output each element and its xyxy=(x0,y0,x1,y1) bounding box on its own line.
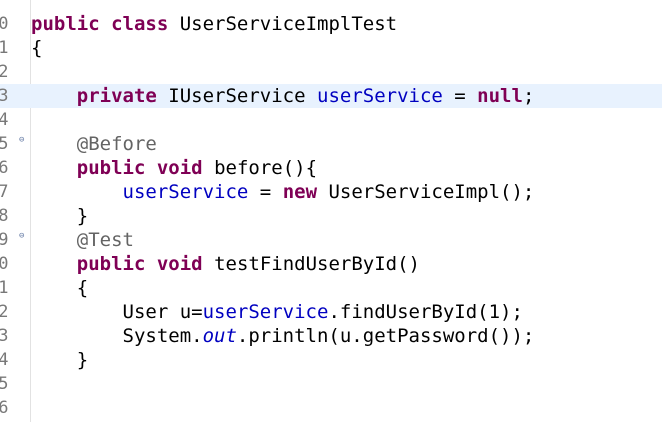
code-line[interactable]: 26 xyxy=(0,396,662,420)
code-token-kw: public xyxy=(31,13,100,35)
code-token-plain: } xyxy=(31,349,89,371)
code-token-plain xyxy=(100,13,111,35)
code-token-plain xyxy=(145,253,156,275)
line-number: 18 xyxy=(0,206,9,226)
code-line[interactable]: 11 { xyxy=(0,36,662,60)
line-number: 16 xyxy=(0,158,9,178)
code-token-plain xyxy=(145,157,156,179)
code-token-plain: = xyxy=(248,181,283,203)
code-token-plain: .println(u.getPassword()); xyxy=(236,325,535,347)
collapse-fold-icon[interactable]: ⊖ xyxy=(19,135,25,145)
code-token-plain: UserServiceImpl(); xyxy=(317,181,535,203)
current-code-line[interactable]: 13 private IUserService userService = nu… xyxy=(0,84,662,108)
code-token-plain: { xyxy=(31,277,89,299)
code-token-plain: IUserService xyxy=(156,85,317,107)
code-token-field: userService xyxy=(317,85,443,107)
code-token-kw: new xyxy=(282,181,318,203)
code-token-plain xyxy=(31,253,77,275)
code-line[interactable]: 19 ⊖ @Test xyxy=(0,228,662,252)
code-line[interactable]: 24 } xyxy=(0,348,662,372)
code-text: { xyxy=(31,36,662,60)
code-token-field: userService xyxy=(122,181,249,203)
code-token-anno: @Test xyxy=(76,229,134,251)
line-number-gutter xyxy=(0,0,31,422)
code-text: public void before(){ xyxy=(31,156,662,180)
collapse-fold-icon[interactable]: ⊖ xyxy=(19,231,25,241)
code-text: User u=userService.findUserById(1); xyxy=(31,300,662,324)
code-text: userService = new UserServiceImpl(); xyxy=(31,180,662,204)
line-number: 24 xyxy=(0,350,9,370)
line-number: 22 xyxy=(0,302,9,322)
code-token-plain: = xyxy=(442,85,478,107)
code-token-plain xyxy=(31,85,77,107)
code-line[interactable]: 15 ⊖ @Before xyxy=(0,132,662,156)
line-number: 10 xyxy=(0,14,9,34)
line-number: 26 xyxy=(0,398,9,418)
code-token-static: out xyxy=(202,325,237,347)
code-text: public class UserServiceImplTest xyxy=(31,12,662,36)
line-number: 11 xyxy=(0,38,9,58)
code-token-plain: System. xyxy=(31,325,203,347)
line-number: 13 xyxy=(0,86,9,106)
code-text: System.out.println(u.getPassword()); xyxy=(31,324,662,348)
code-text: @Test xyxy=(31,228,662,252)
code-line[interactable]: 25 xyxy=(0,372,662,396)
code-text: } xyxy=(31,204,662,228)
code-token-plain xyxy=(31,181,123,203)
line-number: 14 xyxy=(0,110,9,130)
code-line[interactable]: 9 xyxy=(0,0,662,12)
code-token-plain: testFindUserById() xyxy=(202,253,420,275)
code-line[interactable]: 10 public class UserServiceImplTest xyxy=(0,12,662,36)
code-token-plain: before(){ xyxy=(202,157,318,179)
code-token-plain: ; xyxy=(522,85,535,107)
line-number: 19 xyxy=(0,230,9,250)
code-token-kw: void xyxy=(156,157,203,179)
code-line[interactable]: 17 userService = new UserServiceImpl(); xyxy=(0,180,662,204)
code-line[interactable]: 21 { xyxy=(0,276,662,300)
line-number: 23 xyxy=(0,326,9,346)
code-token-kw: void xyxy=(156,253,203,275)
code-token-kw: public xyxy=(76,253,146,275)
code-token-plain: UserServiceImplTest xyxy=(168,13,398,35)
line-number: 20 xyxy=(0,254,9,274)
code-line[interactable]: 20 public void testFindUserById() xyxy=(0,252,662,276)
code-token-plain xyxy=(31,229,77,251)
line-number: 15 xyxy=(0,134,9,154)
line-number: 17 xyxy=(0,182,9,202)
line-number: 12 xyxy=(0,62,9,82)
code-token-plain xyxy=(31,157,77,179)
code-token-kw: public xyxy=(76,157,146,179)
code-token-anno: @Before xyxy=(76,133,157,155)
code-token-kw: private xyxy=(76,85,157,107)
code-token-field: userService xyxy=(202,301,329,323)
code-line[interactable]: 23 System.out.println(u.getPassword()); xyxy=(0,324,662,348)
code-token-kw: class xyxy=(111,13,169,35)
code-line[interactable]: 12 xyxy=(0,60,662,84)
code-text: @Before xyxy=(31,132,662,156)
line-number: 9 xyxy=(0,0,24,12)
line-number: 21 xyxy=(0,278,9,298)
code-line[interactable]: 14 xyxy=(0,108,662,132)
code-token-plain xyxy=(31,133,77,155)
code-text: } xyxy=(31,348,662,372)
code-line[interactable]: 22 User u=userService.findUserById(1); xyxy=(0,300,662,324)
code-token-plain: User u= xyxy=(31,301,203,323)
code-token-plain: .findUserById(1); xyxy=(328,301,523,323)
code-line[interactable]: 18 } xyxy=(0,204,662,228)
line-number: 25 xyxy=(0,374,9,394)
code-line[interactable]: 16 public void before(){ xyxy=(0,156,662,180)
code-text: { xyxy=(31,276,662,300)
code-token-plain: { xyxy=(31,37,43,59)
code-text: private IUserService userService = null; xyxy=(31,84,662,108)
code-token-kw: null xyxy=(477,85,523,107)
code-token-plain: } xyxy=(31,205,89,227)
code-text: public void testFindUserById() xyxy=(31,252,662,276)
